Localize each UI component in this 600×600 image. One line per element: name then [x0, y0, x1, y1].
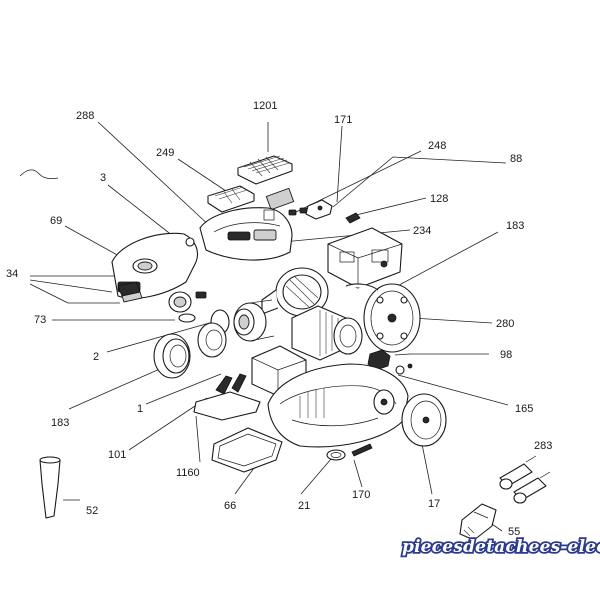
callout-183-upper: 183 — [506, 220, 524, 232]
part-ring-21 — [326, 449, 346, 461]
callout-101: 101 — [108, 449, 126, 461]
part-main-body — [267, 363, 409, 448]
part-knob-73 — [168, 291, 207, 323]
callout-248: 248 — [428, 140, 446, 152]
callout-73: 73 — [34, 314, 46, 326]
callout-183-lower: 183 — [51, 417, 69, 429]
part-back-plate-280 — [345, 283, 421, 353]
callout-171: 171 — [334, 114, 352, 126]
callout-1: 1 — [137, 403, 143, 415]
callout-3: 3 — [100, 172, 106, 184]
callout-98: 98 — [500, 349, 512, 361]
part-buttons-34 — [117, 281, 143, 303]
part-grille-249 — [207, 185, 295, 213]
part-upper-lid-288 — [199, 207, 293, 261]
part-switch-98 — [367, 349, 413, 375]
callout-165: 165 — [515, 403, 533, 415]
part-motor-housing-234 — [327, 227, 403, 289]
callout-labels: 1201 288 171 249 248 88 3 128 69 234 183… — [6, 100, 552, 538]
watermark-logo: piecesdetachees-elec.com — [402, 537, 600, 557]
callout-88: 88 — [510, 153, 522, 165]
part-clips-171-248-128 — [288, 199, 361, 224]
callout-55: 55 — [508, 526, 520, 538]
part-filter-grid-1201 — [237, 155, 293, 185]
callout-21: 21 — [298, 500, 310, 512]
callout-170: 170 — [352, 489, 370, 501]
part-wheel-17 — [401, 393, 447, 447]
callout-17: 17 — [428, 498, 440, 510]
callout-1201: 1201 — [253, 100, 277, 112]
part-gasket-66 — [211, 427, 283, 473]
callout-280: 280 — [496, 318, 514, 330]
callout-128: 128 — [430, 193, 448, 205]
callout-2: 2 — [93, 351, 99, 363]
part-pleated-filter — [291, 305, 363, 361]
callout-52: 52 — [86, 505, 98, 517]
part-latch-101 — [193, 373, 261, 421]
part-pin-170 — [351, 443, 373, 457]
callout-69: 69 — [50, 215, 62, 227]
callout-283: 283 — [534, 440, 552, 452]
callout-249: 249 — [156, 147, 174, 159]
callout-34: 34 — [6, 268, 18, 280]
part-brushes-283 — [499, 455, 551, 504]
callout-66: 66 — [224, 500, 236, 512]
part-nozzle-55 — [459, 503, 497, 541]
callout-288: 288 — [76, 110, 94, 122]
part-round-filter-183 — [153, 322, 227, 379]
callout-234: 234 — [413, 225, 431, 237]
callout-1160: 1160 — [176, 467, 200, 479]
part-crevice-tool-52 — [39, 456, 61, 519]
cord-squiggle — [19, 169, 59, 179]
